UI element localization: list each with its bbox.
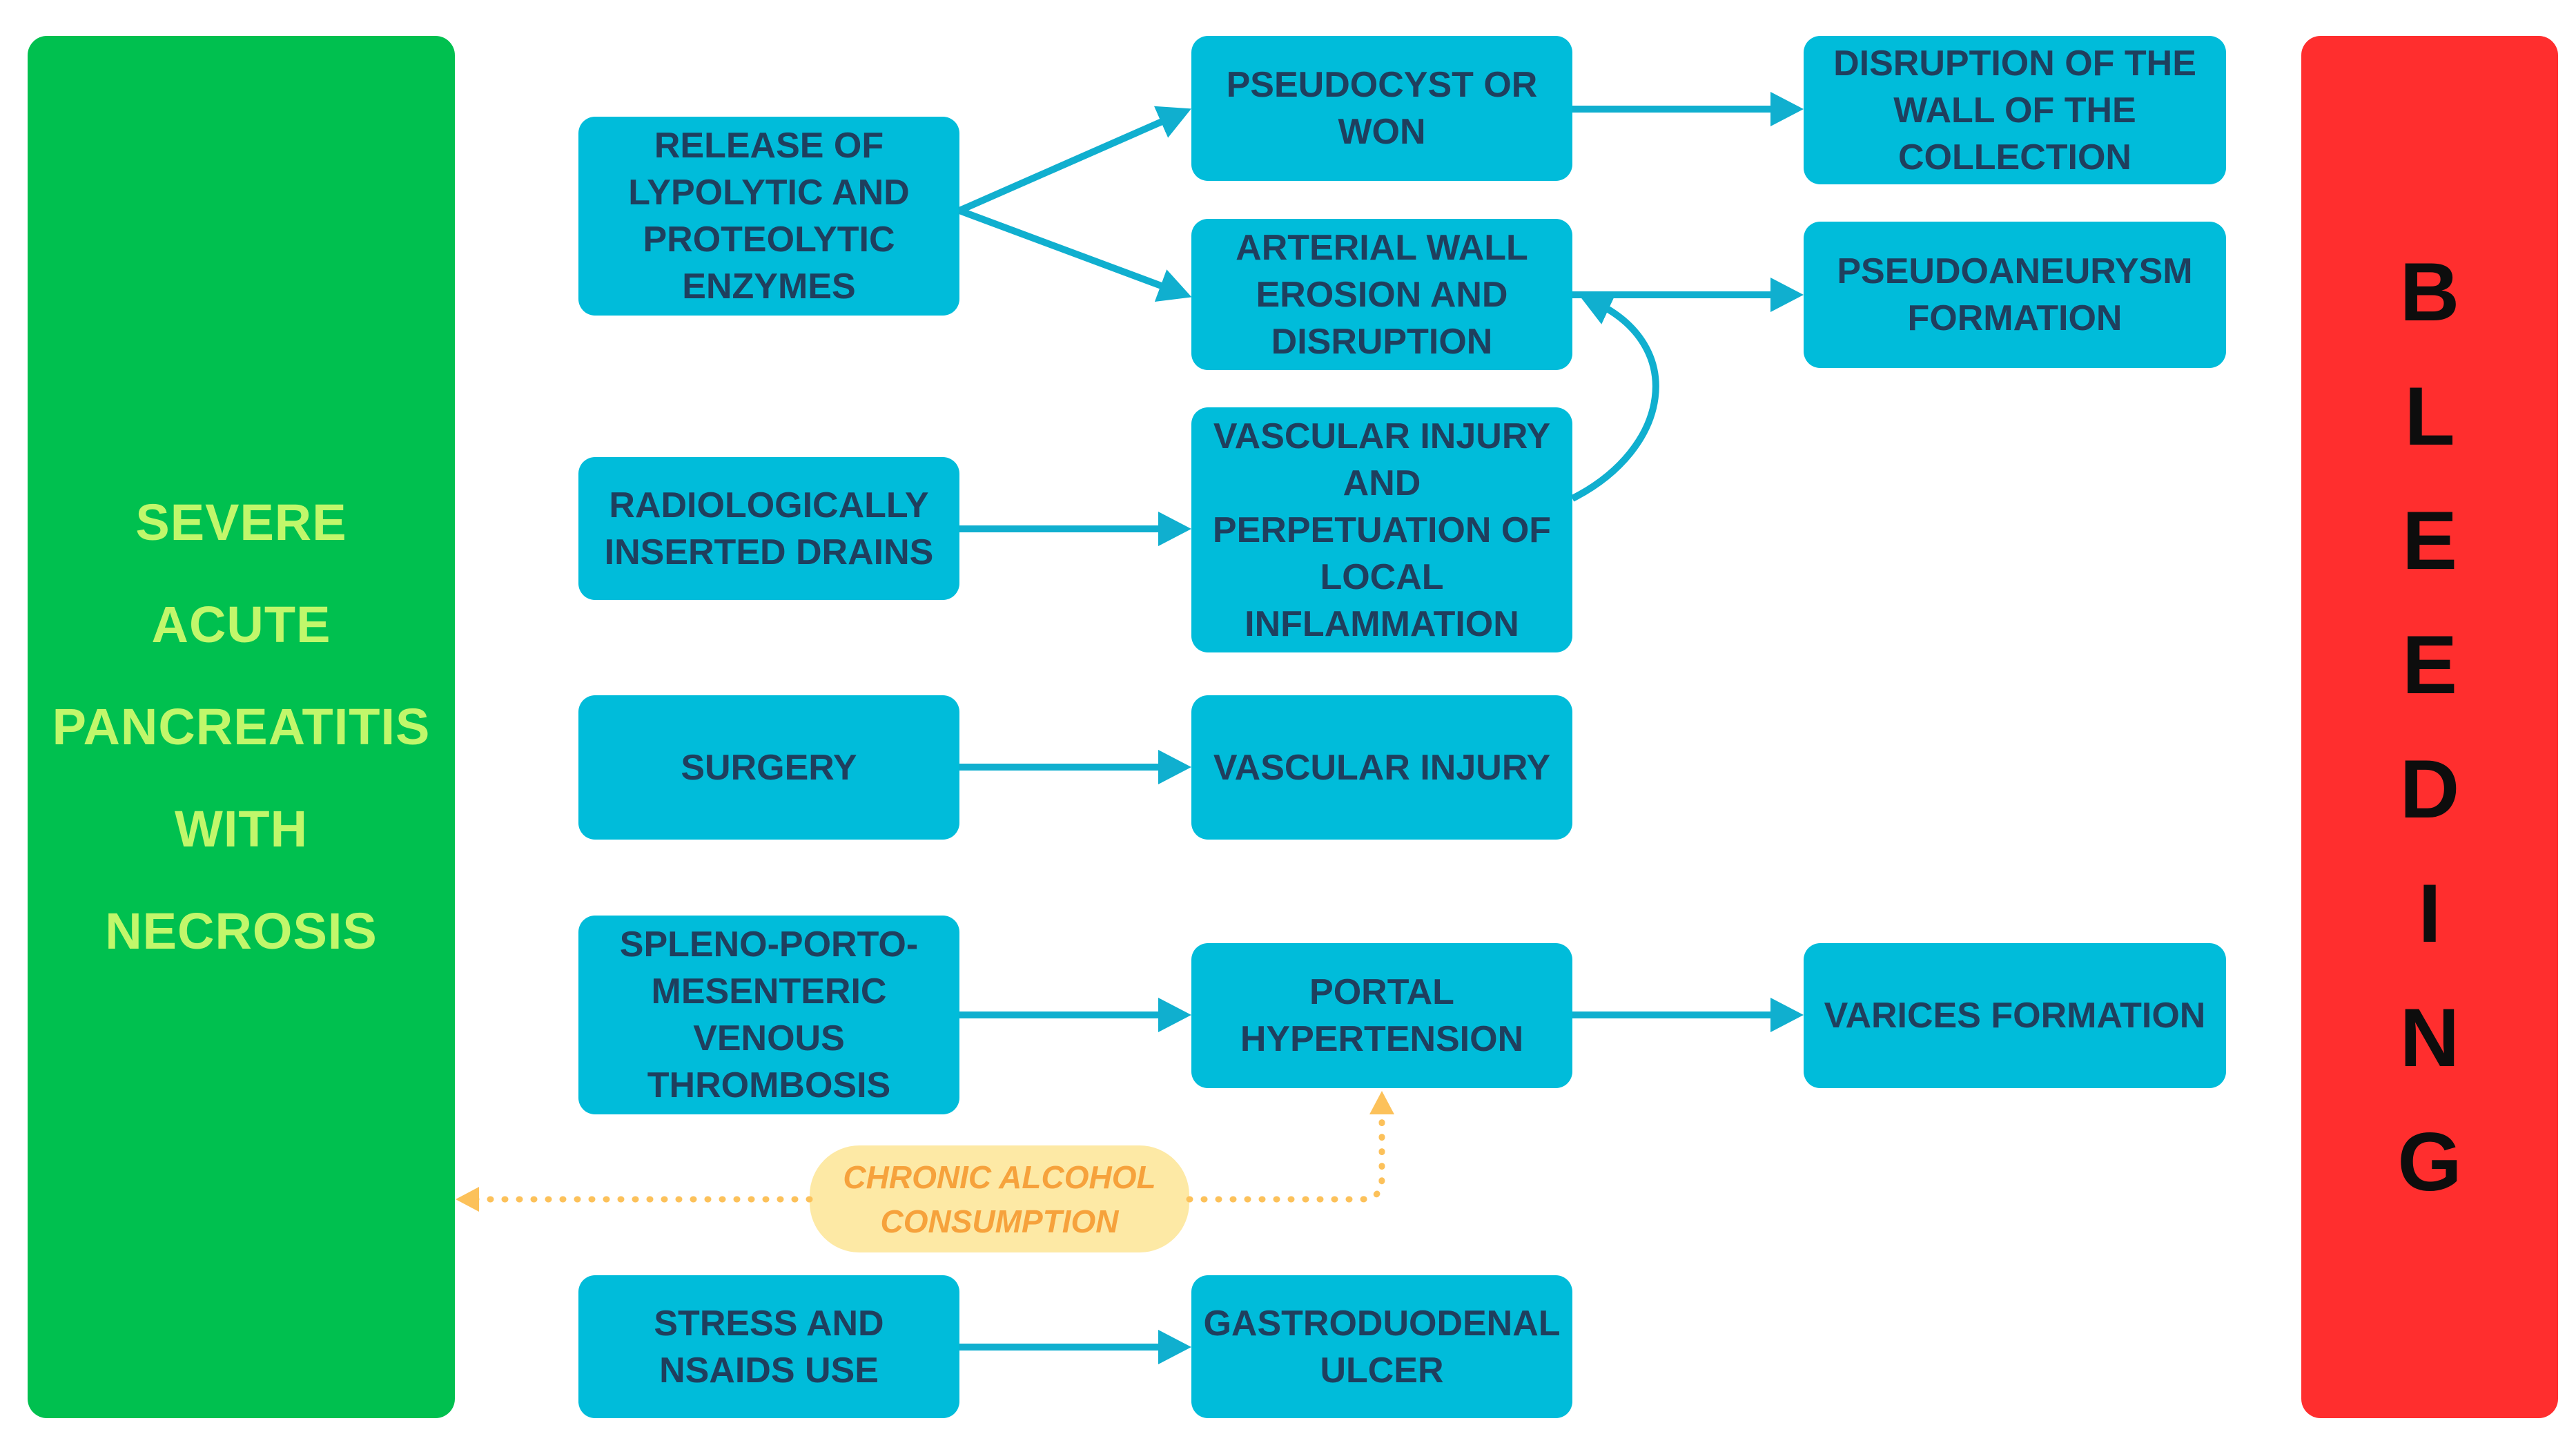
node-arterial-wall-erosion-label: ARTERIAL WALL EROSION AND DISRUPTION [1236, 227, 1528, 362]
node-radiological-drains-label: RADIOLOGICALLY INSERTED DRAINS [604, 485, 934, 572]
node-vascular-injury-label: VASCULAR INJURY [1213, 747, 1551, 788]
node-enzyme-release-label: RELEASE OF LYPOLYTIC AND PROTEOLYTIC ENZ… [628, 126, 910, 307]
note-chronic-alcohol-label: CHRONIC ALCOHOL CONSUMPTION [843, 1159, 1156, 1239]
node-venous-thrombosis-label: SPLENO-PORTO- MESENTERIC VENOUS THROMBOS… [619, 925, 919, 1105]
node-pseudoaneurysm-label: PSEUDOANEURYSM FORMATION [1837, 251, 2193, 338]
node-stress-nsaids: STRESS AND NSAIDS USE [578, 1275, 959, 1418]
node-radiological-drains: RADIOLOGICALLY INSERTED DRAINS [578, 457, 959, 600]
node-surgery: SURGERY [578, 695, 959, 840]
node-surgery-label: SURGERY [681, 747, 857, 788]
arrow-vascular-inflammation-to-arterial-erosion [1570, 293, 1659, 502]
node-arterial-wall-erosion: ARTERIAL WALL EROSION AND DISRUPTION [1191, 219, 1572, 370]
node-gastroduodenal-ulcer: GASTRODUODENAL ULCER [1191, 1275, 1572, 1418]
node-pseudocyst-label: PSEUDOCYST OR WON [1226, 65, 1538, 152]
node-varices-formation: VARICES FORMATION [1804, 943, 2226, 1088]
node-pseudocyst: PSEUDOCYST OR WON [1191, 36, 1572, 181]
node-portal-hypertension: PORTAL HYPERTENSION [1191, 943, 1572, 1088]
node-varices-formation-label: VARICES FORMATION [1824, 996, 2206, 1036]
node-collection-wall-disruption-label: DISRUPTION OF THE WALL OF THE COLLECTION [1833, 43, 2196, 177]
node-vascular-injury-inflammation-label: VASCULAR INJURY AND PERPETUATION OF LOCA… [1212, 416, 1552, 644]
condition-panel: SEVERE ACUTE PANCREATITIS WITH NECROSIS [28, 36, 455, 1418]
outcome-label: BLEEDING [2397, 246, 2462, 1208]
node-venous-thrombosis: SPLENO-PORTO- MESENTERIC VENOUS THROMBOS… [578, 916, 959, 1114]
dotted-arrow-alcohol-to-portal-hypertension [1186, 1091, 1394, 1203]
node-collection-wall-disruption: DISRUPTION OF THE WALL OF THE COLLECTION [1804, 36, 2226, 184]
node-enzyme-release: RELEASE OF LYPOLYTIC AND PROTEOLYTIC ENZ… [578, 117, 959, 316]
node-vascular-injury-inflammation: VASCULAR INJURY AND PERPETUATION OF LOCA… [1191, 407, 1572, 652]
node-pseudoaneurysm: PSEUDOANEURYSM FORMATION [1804, 222, 2226, 368]
arrow-enzymes-to-arterial-erosion [958, 207, 1192, 302]
arrow-enzymes-to-pseudocyst [957, 106, 1191, 214]
outcome-panel: BLEEDING [2301, 36, 2558, 1418]
condition-label: SEVERE ACUTE PANCREATITIS WITH NECROSIS [52, 494, 431, 960]
node-portal-hypertension-label: PORTAL HYPERTENSION [1240, 972, 1524, 1059]
node-stress-nsaids-label: STRESS AND NSAIDS USE [654, 1303, 884, 1391]
node-gastroduodenal-ulcer-label: GASTRODUODENAL ULCER [1203, 1303, 1561, 1391]
node-vascular-injury: VASCULAR INJURY [1191, 695, 1572, 840]
note-chronic-alcohol: CHRONIC ALCOHOL CONSUMPTION [810, 1145, 1189, 1252]
